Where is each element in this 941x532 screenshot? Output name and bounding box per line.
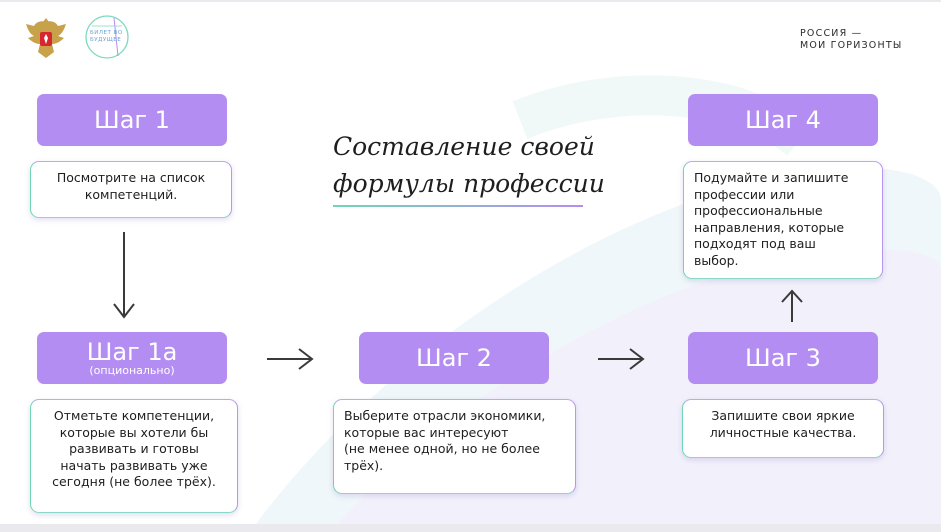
arrow-right-icon [267,348,314,370]
ticket-logo-text-2: БУДУЩЕЕ [90,37,122,43]
brand-line-1: РОССИЯ — [800,28,863,39]
step-2-label: Шаг 2 [416,344,492,372]
step-1-header: Шаг 1 [37,94,227,146]
step-4-text-line: подходят под ваш [694,236,816,251]
step-3-card: Запишите свои яркие личностные качества. [682,399,884,458]
step-1a-text-line: начать развивать уже [60,457,208,473]
step-4-label: Шаг 4 [745,106,821,134]
brand-title: РОССИЯ — МОИ ГОРИЗОНТЫ [800,28,926,52]
step-4-text-line: Подумайте и запишите [694,170,849,185]
step-1a-text-line: развивать и готовы [69,441,199,456]
title-line-1: Составление своей [333,132,595,161]
step-4-text-line: выбор. [694,252,739,268]
arrow-right-icon [598,348,645,370]
step-2-text-line: Выберите отрасли экономики, [344,408,546,423]
step-1a-card: Отметьте компетенции, которые вы хотели … [30,399,238,513]
step-2-card: Выберите отрасли экономики, которые вас … [333,399,576,494]
page-title: Составление своей формулы профессии [333,128,605,202]
step-2-header: Шаг 2 [359,332,549,384]
title-line-2: формулы профессии [333,169,605,198]
step-3-text-line: Запишите свои яркие [711,408,855,423]
brand-line-2: МОИ ГОРИЗОНТЫ [800,40,903,51]
step-2-text-line: (не менее одной, но не более [344,441,540,456]
top-divider [0,0,941,2]
step-4-text-line: направления, которые [694,219,845,235]
step-1-text-line: Посмотрите на список [56,170,206,185]
step-4-text-line: профессиональные [694,203,823,218]
step-1a-sublabel: (опционально) [89,364,175,377]
eagle-emblem-icon [26,18,66,58]
step-1a-text-line: сегодня (не более трёх). [52,474,216,489]
step-4-card: Подумайте и запишите профессии или профе… [683,161,883,279]
step-1-label: Шаг 1 [94,106,170,134]
step-2-text-line: которые вас интересуют [344,424,509,440]
arrow-up-icon [781,289,803,322]
arrow-down-icon [113,232,135,319]
step-1a-label: Шаг 1а [86,338,178,366]
ticket-to-future-logo: БИЛЕТ ВО БУДУЩЕЕ [84,14,130,60]
step-4-text-line: профессии или [694,186,795,202]
step-3-text-line: личностные качества. [709,424,857,440]
step-1-card: Посмотрите на список компетенций. [30,161,232,218]
step-4-header: Шаг 4 [688,94,878,146]
step-3-label: Шаг 3 [745,344,821,372]
step-2-text-line: трёх). [344,457,384,473]
title-underline [333,205,583,207]
step-1a-text-line: которые вы хотели бы [59,424,209,440]
step-1-text-line: компетенций. [84,186,178,202]
step-1a-text-line: Отметьте компетенции, [53,408,215,423]
step-3-header: Шаг 3 [688,332,878,384]
ticket-logo-text-1: БИЛЕТ ВО [90,30,123,36]
bottom-divider [0,524,941,532]
ticket-logo-icon [85,15,129,59]
step-1a-header: Шаг 1а (опционально) [37,332,227,384]
